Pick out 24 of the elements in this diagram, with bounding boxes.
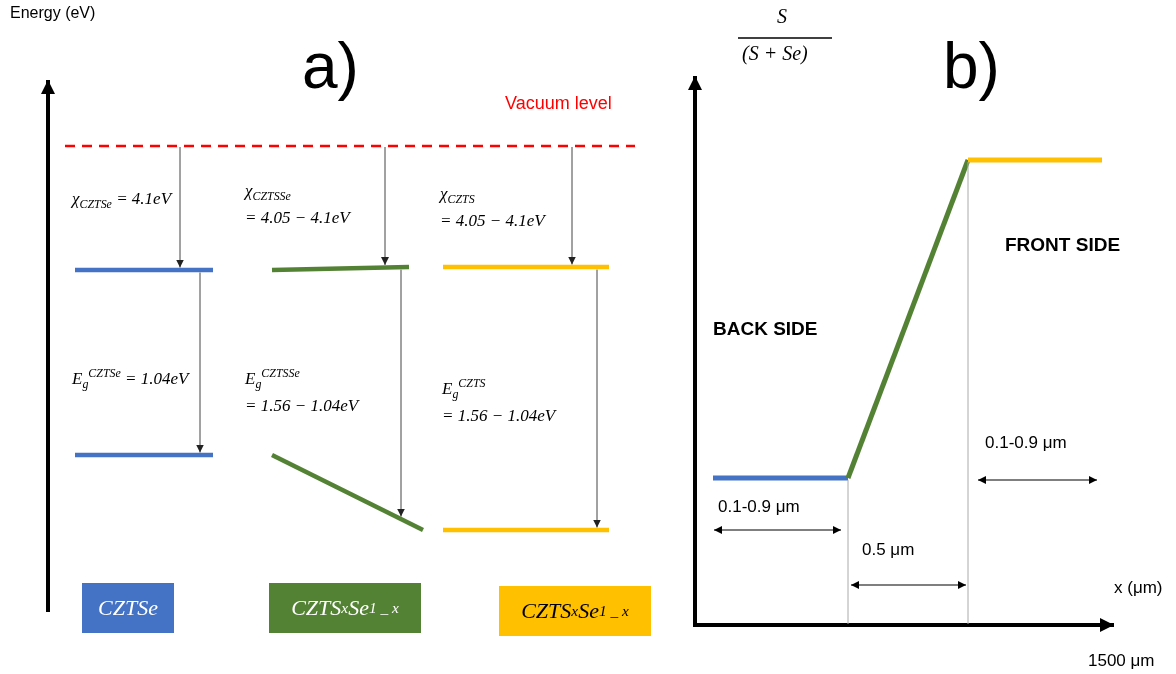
arrow bbox=[568, 146, 576, 265]
panel-label: a) bbox=[302, 30, 359, 104]
arrow bbox=[176, 146, 184, 268]
band-gap-label: E$_{g}$$^{CZTSe}$ = 1.04eV bbox=[72, 365, 189, 394]
panel-label: b) bbox=[943, 30, 1000, 104]
fraction-numerator: S bbox=[777, 5, 787, 28]
dimension-label: 0.1-0.9 μm bbox=[985, 433, 1067, 453]
side-label: BACK SIDE bbox=[713, 318, 818, 340]
arrow bbox=[593, 269, 601, 528]
axis-title: Energy (eV) bbox=[10, 4, 96, 23]
vacuum-level-label: Vacuum level bbox=[505, 93, 612, 114]
fraction-denominator: (S + Se) bbox=[742, 42, 808, 65]
axis-title: x (μm) bbox=[1114, 578, 1163, 598]
axis-title: 1500 μm bbox=[1088, 651, 1155, 671]
arrow bbox=[196, 272, 204, 453]
electron-affinity-label: χ$_{CZTSe}$ = 4.1eV bbox=[72, 188, 172, 214]
side-label: FRONT SIDE bbox=[1005, 234, 1121, 256]
dimension-label: 0.5 μm bbox=[862, 540, 915, 560]
arrow bbox=[397, 269, 405, 518]
arrow bbox=[381, 146, 389, 266]
electron-affinity-label: χ$_{CZTS}$ = 4.05 − 4.1eV bbox=[440, 183, 545, 233]
dimension-label: 0.1-0.9 μm bbox=[718, 497, 800, 517]
material-label: CZTSe bbox=[82, 583, 174, 633]
electron-affinity-label: χ$_{CZTSSe}$ = 4.05 − 4.1eV bbox=[245, 180, 350, 230]
